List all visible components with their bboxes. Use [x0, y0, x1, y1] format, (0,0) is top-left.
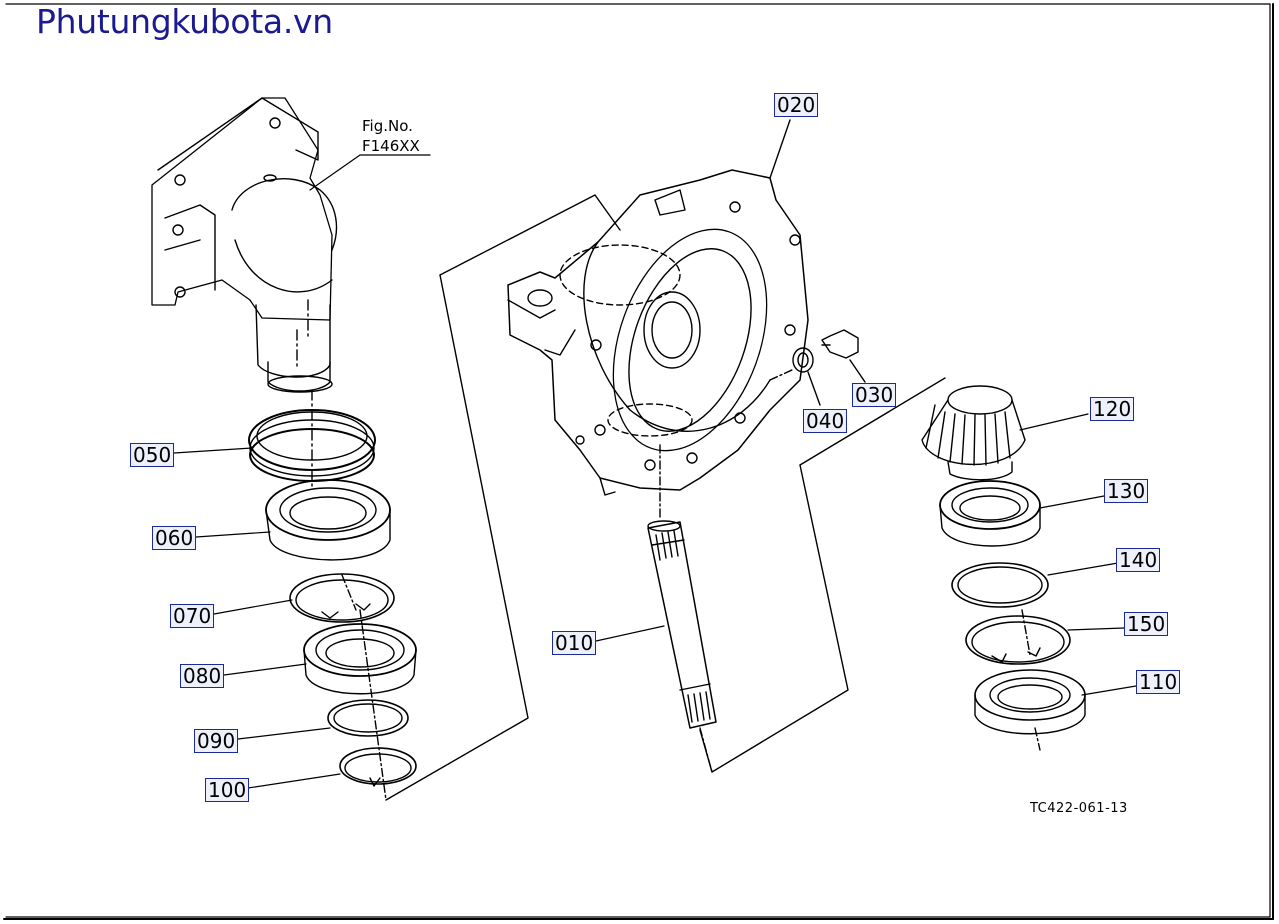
callout-120[interactable]: 120	[1090, 397, 1135, 421]
callout-070[interactable]: 070	[170, 604, 215, 628]
callout-010[interactable]: 010	[552, 631, 597, 655]
gasket-040	[792, 347, 821, 406]
snap-ring-150	[965, 609, 1071, 665]
figure-ref-number[interactable]: F146XX	[362, 137, 420, 155]
drawing-code: TC422-061-13	[1030, 801, 1128, 816]
callout-140[interactable]: 140	[1116, 548, 1161, 572]
callout-150[interactable]: 150	[1124, 612, 1169, 636]
callout-060[interactable]: 060	[152, 526, 197, 550]
site-watermark: Phutungkubota.vn	[36, 2, 333, 41]
snap-ring-070	[289, 573, 395, 623]
figure-ref-label: Fig.No.	[362, 117, 413, 135]
callout-110[interactable]: 110	[1136, 670, 1181, 694]
bevel-gear-120	[921, 385, 1026, 481]
bearing-080	[303, 623, 417, 695]
callout-050[interactable]: 050	[130, 443, 175, 467]
ring-090	[327, 699, 409, 737]
oil-seal-050	[248, 389, 376, 489]
drain-plug-030	[821, 329, 866, 383]
main-housing-020	[507, 119, 809, 521]
callout-090[interactable]: 090	[194, 729, 239, 753]
bearing-060	[265, 479, 391, 561]
assembly-bracket-center	[359, 194, 946, 801]
upper-housing-drawing	[151, 97, 431, 393]
snap-ring-100	[339, 747, 417, 787]
callout-100[interactable]: 100	[205, 778, 250, 802]
callout-020[interactable]: 020	[774, 93, 819, 117]
ring-140	[951, 562, 1049, 608]
seal-110	[974, 669, 1086, 751]
callout-080[interactable]: 080	[180, 664, 225, 688]
callout-030[interactable]: 030	[852, 383, 897, 407]
callout-leader-lines	[173, 413, 1137, 789]
drawing-border	[3, 3, 1274, 920]
callout-040[interactable]: 040	[803, 409, 848, 433]
bearing-130	[939, 480, 1041, 547]
callout-130[interactable]: 130	[1104, 479, 1149, 503]
shaft-010	[647, 520, 717, 773]
